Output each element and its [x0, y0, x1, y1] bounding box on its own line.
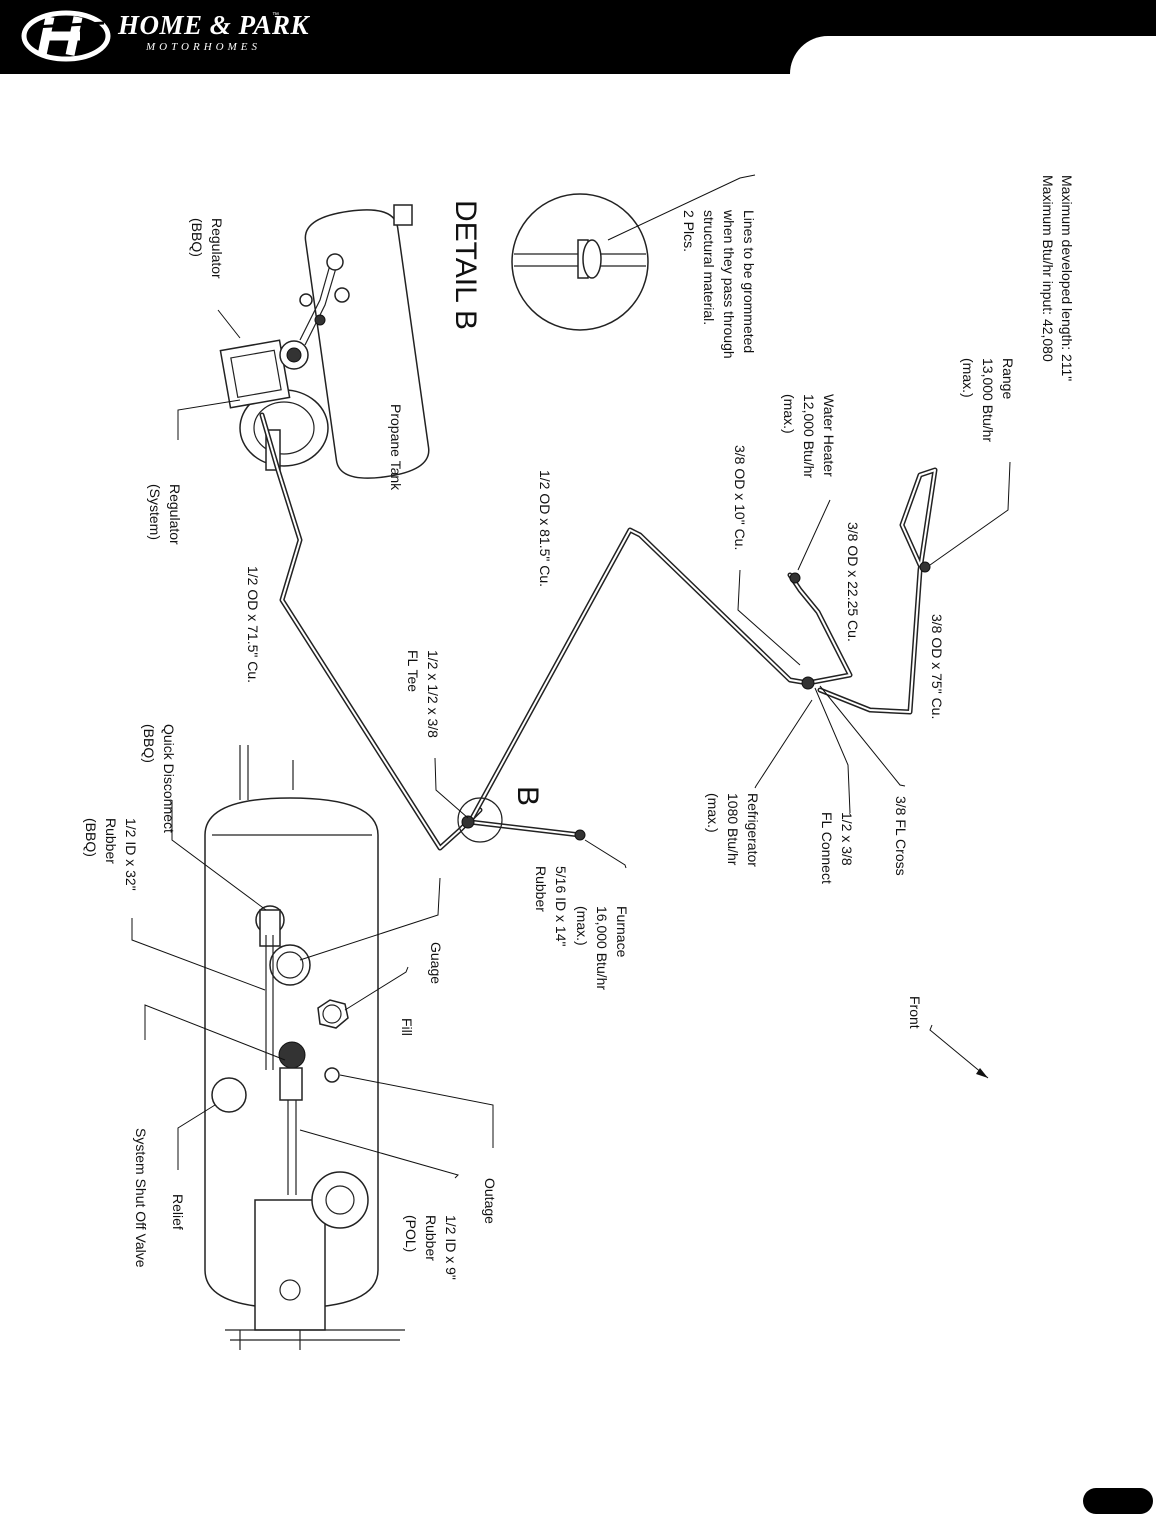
regulator-bbq-assembly [219, 253, 350, 409]
grommet-detail-circle [511, 193, 649, 331]
label-system-shut-off-valve: System Shut Off Valve [133, 1128, 149, 1268]
home-park-logo-icon [21, 10, 111, 62]
label-rubber-pol: 1/2 ID x 9" Rubber (POL) [403, 1215, 459, 1280]
svg-text:Water Heater: Water Heater [821, 394, 837, 477]
svg-text:(max.): (max.) [574, 906, 590, 946]
svg-text:Rubber: Rubber [103, 818, 119, 864]
label-pipe-1-2-x-71-5: 1/2 OD x 71.5" Cu. [245, 566, 261, 683]
brand-name: HOME & PARK [118, 10, 310, 40]
label-fl-tee: 1/2 x 1/2 x 3/8 FL Tee [405, 650, 441, 738]
label-pipe-1-2-x-81-5: 1/2 OD x 81.5" Cu. [537, 470, 553, 587]
brand-subtitle: MOTORHOMES [146, 41, 261, 53]
label-pipe-3-8-x-75: 3/8 OD x 75" Cu. [929, 614, 945, 719]
svg-text:(System): (System) [147, 484, 163, 540]
label-fl-connect: 1/2 x 3/8 FL Connect [819, 812, 855, 884]
svg-text:(BBQ): (BBQ) [83, 818, 99, 857]
tank-fittings [211, 905, 349, 1195]
label-pipe-3-8-x-10: 3/8 OD x 10" Cu. [732, 445, 748, 550]
detail-b-propane-tank [239, 204, 430, 479]
label-pipe-3-8-x-22-25: 3/8 OD x 22.25 Cu. [845, 522, 861, 642]
label-furnace-rubber: 5/16 ID x 14" Rubber [533, 866, 569, 946]
svg-text:FL Connect: FL Connect [819, 812, 835, 884]
svg-text:(max.): (max.) [781, 394, 797, 434]
svg-text:(BBQ): (BBQ) [189, 218, 205, 257]
svg-text:1080 Btu/hr: 1080 Btu/hr [725, 793, 741, 866]
label-furnace: Furnace 16,000 Btu/hr (max.) [574, 906, 630, 990]
label-front: Front [907, 996, 923, 1029]
page-header: HOME & PARK ™ MOTORHOMES [0, 0, 1156, 74]
svg-text:1/2 x 1/2 x 3/8: 1/2 x 1/2 x 3/8 [425, 650, 441, 738]
svg-text:Regulator: Regulator [167, 484, 183, 545]
label-refrigerator: Refrigerator 1080 Btu/hr (max.) [705, 793, 761, 867]
label-relief: Relief [170, 1194, 186, 1230]
svg-text:FL Tee: FL Tee [405, 650, 421, 692]
svg-text:Range: Range [1000, 358, 1016, 399]
label-water-heater: Water Heater 12,000 Btu/hr (max.) [781, 394, 837, 478]
header-tab [790, 36, 1156, 74]
svg-text:12,000 Btu/hr: 12,000 Btu/hr [801, 394, 817, 478]
label-regulator-system: Regulator (System) [147, 484, 183, 545]
svg-text:when they pass through: when they pass through [721, 209, 737, 359]
page-number-tab [1083, 1488, 1153, 1514]
svg-text:(BBQ): (BBQ) [141, 724, 157, 763]
svg-text:(POL): (POL) [403, 1215, 419, 1252]
detail-b-marker: B [511, 786, 544, 806]
label-outage: Outage [482, 1178, 498, 1224]
svg-text:Lines to be grommeted: Lines to be grommeted [741, 210, 757, 353]
svg-text:Refrigerator: Refrigerator [745, 793, 761, 867]
svg-text:1/2 ID x 32": 1/2 ID x 32" [123, 818, 139, 891]
svg-text:5/16 ID x 14": 5/16 ID x 14" [553, 866, 569, 946]
pipe-network [259, 412, 938, 851]
svg-text:1/2 x 3/8: 1/2 x 3/8 [839, 812, 855, 866]
leader-lines [131, 174, 1011, 1179]
detail-b-title: DETAIL B [449, 200, 482, 330]
main-propane-tank [204, 745, 405, 1350]
label-quick-disconnect: Quick Disconnect (BBQ) [141, 724, 177, 833]
label-grommet-note: Lines to be grommeted when they pass thr… [681, 209, 757, 359]
svg-text:Quick Disconnect: Quick Disconnect [161, 724, 177, 833]
svg-text:1/2 ID x 9": 1/2 ID x 9" [443, 1215, 459, 1280]
label-fl-cross: 3/8 FL Cross [893, 796, 909, 876]
svg-text:structural material.: structural material. [701, 210, 717, 325]
svg-text:Furnace: Furnace [614, 906, 630, 958]
svg-text:(max.): (max.) [705, 793, 721, 833]
spec-max-btu: Maximum Btu/hr input: 42,080 [1040, 175, 1056, 362]
svg-text:16,000 Btu/hr: 16,000 Btu/hr [594, 906, 610, 990]
label-regulator-bbq: Regulator (BBQ) [189, 218, 225, 279]
svg-text:13,000 Btu/hr: 13,000 Btu/hr [980, 358, 996, 442]
svg-text:Regulator: Regulator [209, 218, 225, 279]
svg-text:Rubber: Rubber [533, 866, 549, 912]
label-guage: Guage [428, 942, 444, 984]
svg-text:2 Plcs.: 2 Plcs. [681, 210, 697, 252]
label-rubber-bbq: 1/2 ID x 32" Rubber (BBQ) [83, 818, 139, 891]
svg-text:(max.): (max.) [960, 358, 976, 398]
brand-trademark: ™ [272, 12, 279, 19]
label-fill: Fill [399, 1018, 415, 1036]
spec-lines: Maximum developed length: 211" Maximum B… [1040, 175, 1075, 381]
spec-max-length: Maximum developed length: 211" [1059, 175, 1075, 381]
svg-text:Rubber: Rubber [423, 1215, 439, 1261]
label-propane-tank: Propane Tank [388, 404, 404, 491]
label-range: Range 13,000 Btu/hr (max.) [960, 358, 1016, 442]
